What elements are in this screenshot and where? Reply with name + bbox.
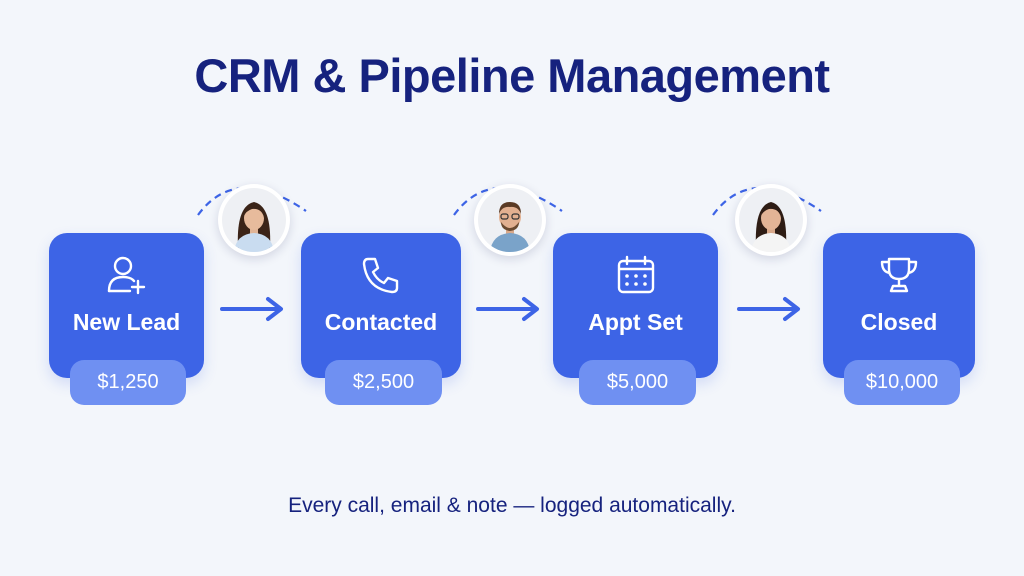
connector-arc (453, 186, 563, 216)
stage-label: Closed (860, 309, 938, 335)
stage-label: Contacted (324, 309, 438, 335)
avatar (474, 184, 546, 256)
stage-value-badge: $1,250 (70, 360, 186, 405)
connector-arc (197, 186, 307, 216)
stage-card-closed: Closed (823, 233, 975, 378)
stage-card-appt-set: Appt Set (553, 233, 718, 378)
connector-arc (712, 186, 822, 216)
stage-label: Appt Set (588, 309, 683, 335)
stage-value-badge: $2,500 (325, 360, 442, 405)
stage-label: New Lead (72, 309, 181, 335)
stage-value-badge: $10,000 (844, 360, 960, 405)
right-arrow-icon (476, 297, 539, 321)
stage-value-badge: $5,000 (579, 360, 696, 405)
user-plus-icon (107, 256, 145, 295)
right-arrow-icon (220, 297, 283, 321)
avatar (735, 184, 807, 256)
page-title: CRM & Pipeline Management (194, 49, 830, 102)
avatar (218, 184, 290, 256)
calendar-icon (617, 255, 654, 294)
phone-icon (362, 257, 399, 294)
trophy-icon (880, 257, 918, 293)
footer-caption: Every call, email & note — logged automa… (288, 494, 736, 517)
stage-card-contacted: Contacted (301, 233, 461, 378)
right-arrow-icon (737, 297, 800, 321)
stage-card-new-lead: New Lead (49, 233, 204, 378)
